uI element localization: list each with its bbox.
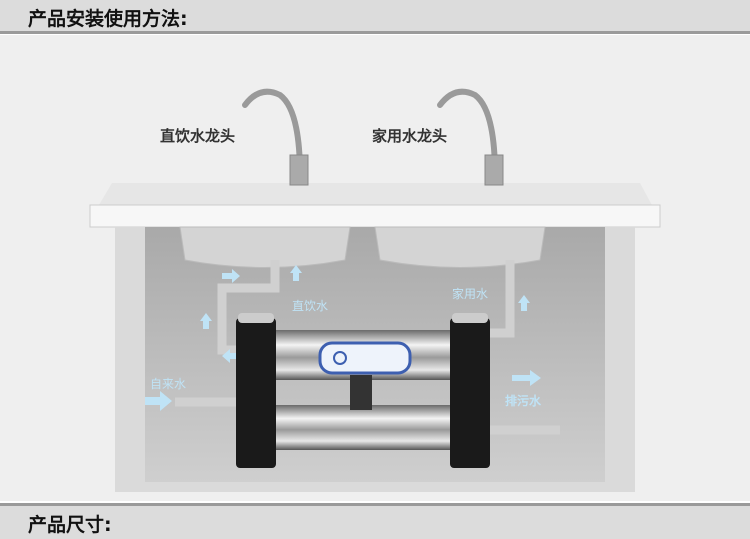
counter-top [89, 183, 661, 228]
pipes [175, 260, 560, 435]
faucet-right-label: 家用水龙头 [372, 127, 448, 145]
flow-arrows [145, 265, 541, 411]
installation-diagram: 直饮水龙头 家用水龙头 直饮水 家用水 自来水 排污水 [0, 35, 750, 501]
water-filter [236, 313, 490, 468]
direct-water-label: 直饮水 [292, 299, 329, 313]
faucet-right [437, 88, 504, 186]
sink-left [179, 226, 351, 268]
brand-label [318, 341, 412, 375]
section-title: 产品安装使用方法: [28, 8, 188, 30]
faucet-left-label: 直饮水龙头 [160, 127, 236, 145]
section-header-size: 产品尺寸: [0, 506, 750, 539]
divider [0, 31, 750, 34]
diagram-illustration [89, 88, 661, 492]
household-water-label: 家用水 [452, 287, 489, 301]
faucet-left [242, 88, 309, 186]
drain-label: 排污水 [505, 394, 542, 408]
divider [0, 503, 750, 506]
inlet-label: 自来水 [150, 377, 187, 391]
section-title: 产品尺寸: [28, 514, 112, 536]
sink-right [374, 226, 546, 268]
section-header-install: 产品安装使用方法: [0, 0, 750, 31]
